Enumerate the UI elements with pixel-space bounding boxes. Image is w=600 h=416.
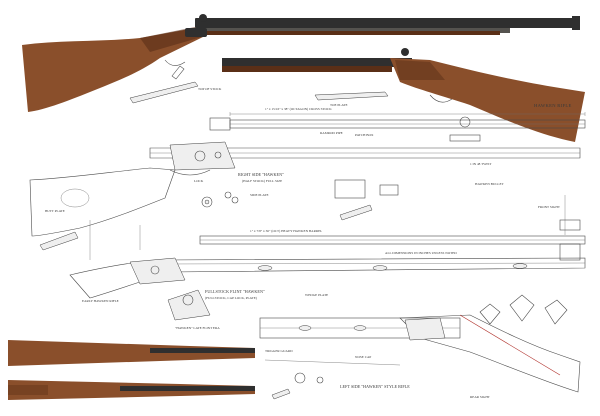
top-rifle-photo bbox=[22, 14, 580, 112]
flintlock-sketch: "HAWKEN" LATE FLINT ERA bbox=[167, 289, 220, 330]
detail-parts-upper: TOP OF STOCK TOE PLATE bbox=[129, 65, 389, 107]
second-rifle-photo bbox=[222, 48, 585, 142]
label-dimensions-note: ALL DIMENSIONS IN INCHES UNLESS NOTED bbox=[385, 251, 457, 255]
label-early-hawken: EARLY HAWKEN RIFLE bbox=[82, 299, 119, 303]
label-rear-sight: REAR SIGHT bbox=[470, 395, 491, 399]
label-butt-plate: BUTT PLATE bbox=[45, 209, 65, 213]
label-top-of-stock: TOP OF STOCK bbox=[198, 87, 222, 91]
label-trigger-guard: TRIGGER GUARD bbox=[265, 349, 293, 353]
barrel-drawing-upper: 1" x 15/16" x 38" (OCTAGON) CROSS STOCK … bbox=[209, 107, 586, 142]
buttstock-outline: BUTT PLATE SIDE PLATE bbox=[29, 167, 269, 237]
bottom-right-rifle-drawing: LEFT SIDE "HAWKEN" STYLE RIFLE TRIGGER G… bbox=[259, 294, 581, 400]
label-hawken-rifle: HAWKEN RIFLE bbox=[534, 103, 572, 108]
label-wedge-plate: WEDGE PLATE bbox=[305, 293, 328, 297]
detail-parts-right-middle: HAWKEN BULLET FRONT SIGHT bbox=[334, 179, 581, 235]
label-side-plate: SIDE PLATE bbox=[250, 193, 269, 197]
label-ramrod-pipe: RAMROD PIPE bbox=[320, 131, 343, 135]
label-nose-cap: NOSE CAP bbox=[355, 355, 371, 359]
label-barrel-spec: 1" x 15/16" x 38" (OCTAGON) CROSS STOCK bbox=[265, 107, 332, 111]
label-hawken-rifle-bottom: LEFT SIDE "HAWKEN" STYLE RIFLE bbox=[340, 384, 410, 389]
label-right-side-hawken: RIGHT SIDE "HAWKEN" bbox=[238, 172, 284, 177]
label-flintlock-hawken: FULLSTOCK FLINT "HAWKEN" bbox=[205, 289, 265, 294]
label-patch-box: PATCH BOX bbox=[355, 133, 374, 137]
label-hawken-bullet: HAWKEN BULLET bbox=[475, 182, 505, 186]
flintlock-barrel-drawing: 1" x 7/8" x 36" (OCT) HEAVY HAWKEN BARRE… bbox=[39, 220, 586, 261]
label-lock: LOCK bbox=[194, 179, 204, 183]
label-front-sight: FRONT SIGHT bbox=[538, 205, 561, 209]
label-toe-plate: TOE PLATE bbox=[330, 103, 348, 107]
label-sixteen-twist: 1 IN 48 TWIST bbox=[470, 162, 492, 166]
flintlock-rifle-drawing: FULLSTOCK FLINT "HAWKEN" (FULLSTOCK, CAP… bbox=[69, 257, 586, 303]
lock-barrel-drawing: RIGHT SIDE "HAWKEN" (HALF STOCK) FULL SI… bbox=[149, 141, 581, 183]
label-barrel-spec-2: 1" x 7/8" x 36" (OCT) HEAVY HAWKEN BARRE… bbox=[250, 229, 322, 233]
label-flintlock-sub: (FULLSTOCK, CAP LOCK, PLATE) bbox=[205, 296, 257, 301]
label-right-side-sub: (HALF STOCK) FULL SIZE bbox=[242, 179, 282, 183]
label-hawken-last-flint: "HAWKEN" LATE FLINT ERA bbox=[175, 326, 220, 330]
bottom-left-photos bbox=[8, 340, 255, 400]
